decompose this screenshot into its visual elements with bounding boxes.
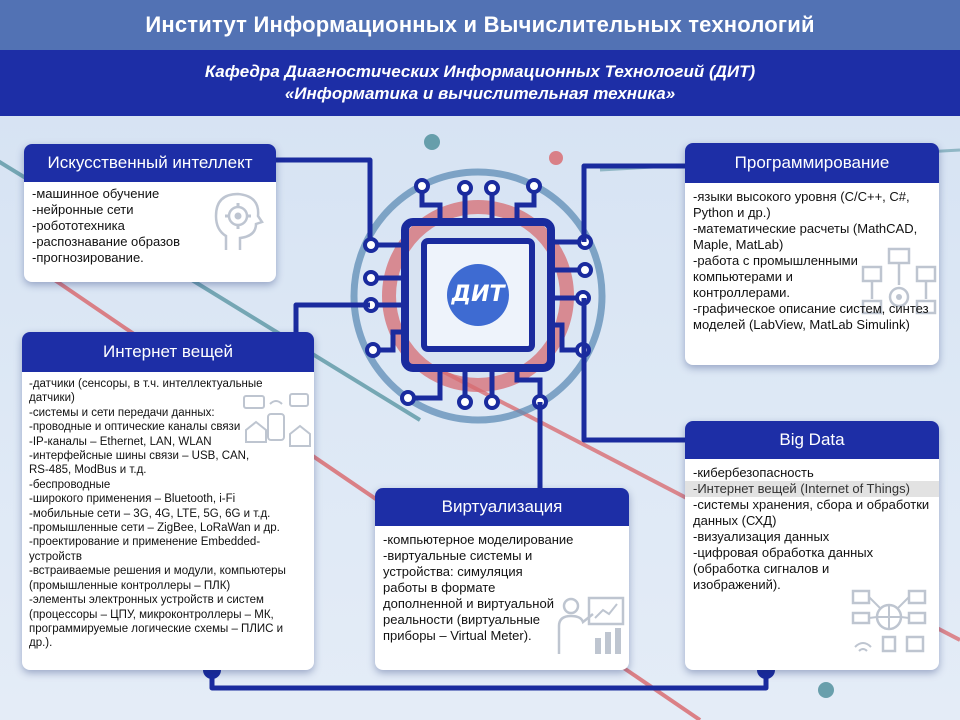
card-iot: Интернет вещей -датчики (сенсоры, в т.ч.… xyxy=(22,332,314,670)
list-item: -элементы электронных устройств и систем… xyxy=(29,594,284,650)
decor-dot xyxy=(818,682,834,698)
list-item: -датчики (сенсоры, в т.ч. интеллектуальн… xyxy=(29,378,263,405)
card-iot-body: -датчики (сенсоры, в т.ч. интеллектуальн… xyxy=(22,372,314,656)
list-item: -работа с промышленными компьютерами и к… xyxy=(693,253,858,300)
connector-iot xyxy=(293,302,370,332)
list-item: -робототехника xyxy=(32,218,125,233)
list-item: -системы хранения, сбора и обработки дан… xyxy=(693,497,930,528)
card-bigdata: Big Data -кибербезопасность -Интернет ве… xyxy=(685,421,939,670)
list-item: -кибербезопасность xyxy=(693,465,814,480)
list-item: -компьютерное моделирование xyxy=(383,532,574,547)
presenter-chart-icon xyxy=(557,596,625,654)
card-virtualization-body: -компьютерное моделирование -виртуальные… xyxy=(375,526,629,654)
ai-head-gear-icon xyxy=(214,192,264,250)
list-item: -языки высокого уровня (С/С++, C#, Pytho… xyxy=(693,189,910,220)
list-item: -математические расчеты (MathCAD, Maple,… xyxy=(693,221,918,252)
card-programming: Программирование -языки высокого уровня … xyxy=(685,143,939,365)
chip-logo-text: ДИТ xyxy=(451,282,505,307)
list-item: -визуализация данных xyxy=(693,529,830,544)
list-item: -промышленные сети – ZigBee, LoRaWan и д… xyxy=(29,522,280,535)
list-item: -встраиваемые решения и модули, компьюте… xyxy=(29,565,286,592)
list-item-highlighted: -Интернет вещей (Internet of Things) xyxy=(685,481,939,497)
card-iot-title: Интернет вещей xyxy=(22,332,314,372)
list-item: -IP-каналы – Ethernet, LAN, WLAN xyxy=(29,435,212,448)
chip-logo-circle xyxy=(447,264,509,326)
list-item: -проектирование и применение Embedded-ус… xyxy=(29,536,261,563)
card-bigdata-title: Big Data xyxy=(685,421,939,459)
list-item: -распознавание образов xyxy=(32,234,180,249)
list-item: -виртуальные системы и устройства: симул… xyxy=(383,548,554,643)
department-header: Кафедра Диагностических Информационных Т… xyxy=(0,50,960,116)
card-ai-title: Искусственный интеллект xyxy=(24,144,276,182)
list-item: -проводные и оптические каналы связи xyxy=(29,421,241,434)
card-programming-body: -языки высокого уровня (С/С++, C#, Pytho… xyxy=(685,183,939,339)
data-network-icon xyxy=(851,589,927,653)
card-ai-body: -машинное обучение -нейронные сети -робо… xyxy=(24,182,276,272)
connector-bigdata xyxy=(581,298,686,443)
decor-ring xyxy=(350,168,606,424)
chip-outer xyxy=(401,218,555,372)
card-virtualization: Виртуализация -компьютерное моделировани… xyxy=(375,488,629,670)
card-programming-title: Программирование xyxy=(685,143,939,183)
list-item: -интерфейсные шины связи – USB, CAN, RS-… xyxy=(29,450,250,477)
list-item: -широкого применения – Bluetooth, i-Fi xyxy=(29,493,236,506)
connector-programming xyxy=(581,163,686,242)
list-item: -машинное обучение xyxy=(32,186,160,201)
department-subtitle: «Информатика и вычислительная техника» xyxy=(284,84,676,103)
department-title: Кафедра Диагностических Информационных Т… xyxy=(204,62,756,81)
connector-bottom-bus xyxy=(209,670,769,691)
decor-dot xyxy=(549,151,563,165)
smart-devices-icon xyxy=(243,393,311,447)
card-ai: Искусственный интеллект -машинное обучен… xyxy=(24,144,276,282)
list-item: -графическое описание систем, синтез мод… xyxy=(693,301,929,332)
list-item: -беспроводные xyxy=(29,478,111,491)
list-item: -цифровая обработка данных (обработка си… xyxy=(693,545,874,592)
institute-title: Институт Информационных и Вычислительных… xyxy=(0,0,960,50)
card-virtualization-title: Виртуализация xyxy=(375,488,629,526)
list-item: -прогнозирование. xyxy=(32,250,144,265)
list-item: -системы и сети передачи данных: xyxy=(29,406,215,419)
flowchart-gear-icon xyxy=(861,247,937,315)
list-item: -нейронные сети xyxy=(32,202,134,217)
decor-dot xyxy=(424,134,440,150)
connector-ai xyxy=(276,157,373,240)
card-bigdata-body: -кибербезопасность -Интернет вещей (Inte… xyxy=(685,459,939,653)
list-item: -мобильные сети – 3G, 4G, LTE, 5G, 6G и … xyxy=(29,507,271,520)
